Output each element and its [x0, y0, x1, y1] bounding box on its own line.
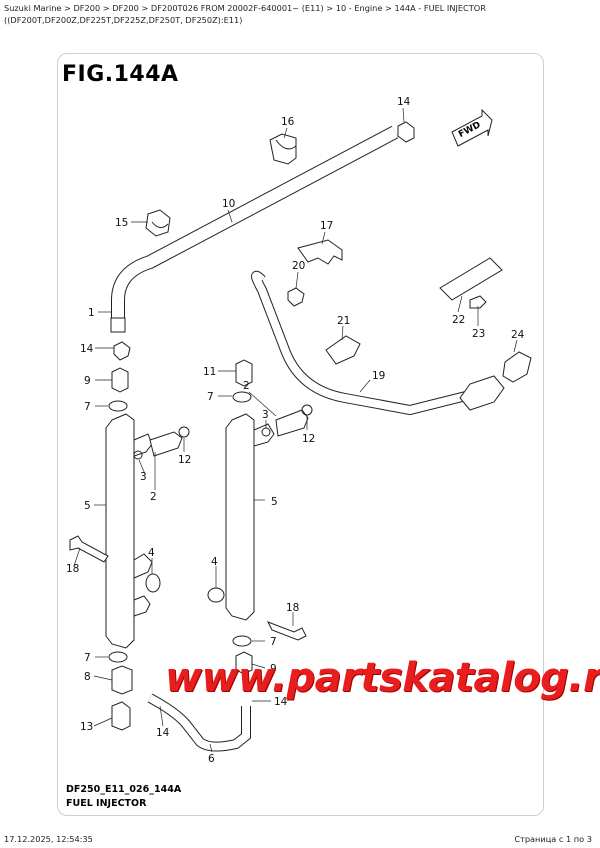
callout-4[interactable]: 4 — [148, 547, 155, 559]
callout-21[interactable]: 21 — [337, 315, 350, 327]
callout-6[interactable]: 6 — [208, 753, 215, 765]
callout-19[interactable]: 19 — [372, 370, 385, 382]
callout-18[interactable]: 18 — [286, 602, 299, 614]
callout-14[interactable]: 14 — [274, 696, 288, 708]
callout-22[interactable]: 22 — [452, 314, 465, 326]
callout-5[interactable]: 5 — [271, 496, 278, 508]
callout-5[interactable]: 5 — [84, 500, 91, 512]
callout-9[interactable]: 9 — [84, 375, 91, 387]
bolt-18-left — [69, 535, 109, 563]
callout-11[interactable]: 11 — [203, 366, 216, 378]
callout-15[interactable]: 15 — [115, 217, 128, 229]
fuel-rail-left — [105, 413, 135, 649]
bracket-17 — [297, 239, 343, 265]
clip-14-mid — [113, 341, 131, 361]
clamp-22 — [439, 257, 503, 301]
fitting-8 — [111, 665, 133, 695]
diagram-frame — [57, 53, 544, 816]
callout-24[interactable]: 24 — [511, 329, 525, 341]
injector-right — [275, 409, 309, 437]
nut-4b — [207, 587, 225, 603]
bolt-13 — [111, 701, 131, 731]
bolt-18-right — [266, 621, 307, 641]
callout-9[interactable]: 9 — [270, 663, 277, 675]
fitting-9-bottom — [235, 651, 253, 675]
bolt-23 — [469, 295, 487, 309]
injector-left — [149, 431, 183, 457]
filter-24 — [502, 351, 532, 383]
callout-2[interactable]: 2 — [243, 380, 250, 392]
callout-2[interactable]: 2 — [150, 491, 157, 503]
figure-title: FIG.144A — [62, 62, 179, 87]
leader-lines — [73, 107, 518, 753]
callout-20[interactable]: 20 — [292, 260, 305, 272]
clip-20 — [287, 287, 305, 307]
callout-3[interactable]: 3 — [140, 471, 147, 483]
fwd-arrow — [451, 108, 493, 147]
callout-13[interactable]: 13 — [80, 721, 93, 733]
callout-23[interactable]: 23 — [472, 328, 485, 340]
o-ring-3a — [133, 450, 143, 460]
callout-10[interactable]: 10 — [222, 198, 235, 210]
o-ring-12b — [301, 404, 313, 416]
o-ring-3b — [261, 427, 271, 437]
callout-7[interactable]: 7 — [207, 391, 214, 403]
callout-7[interactable]: 7 — [84, 652, 91, 664]
fitting-9-top — [111, 367, 129, 393]
callout-1[interactable]: 1 — [88, 307, 95, 319]
callout-8[interactable]: 8 — [84, 671, 91, 683]
clamp-16 — [269, 133, 297, 165]
watermark: www.partskatalog.ru — [165, 655, 600, 701]
callout-14[interactable]: 14 — [80, 343, 94, 355]
washer-7c — [108, 651, 128, 663]
washer-7d — [232, 635, 252, 647]
washer-7b — [232, 391, 252, 403]
callout-14[interactable]: 14 — [156, 727, 170, 739]
callout-16[interactable]: 16 — [281, 116, 295, 128]
fuel-rail-right — [225, 413, 255, 621]
diagram-code: DF250_E11_026_144A — [66, 784, 182, 795]
fitting-11 — [235, 359, 253, 387]
clip-14-top — [397, 121, 415, 143]
callout-12[interactable]: 12 — [302, 433, 315, 445]
washer-7a — [108, 400, 128, 412]
diagram-caption: FUEL INJECTOR — [66, 798, 147, 809]
callout-17[interactable]: 17 — [320, 220, 333, 232]
nut-4a — [145, 573, 161, 593]
callout-4[interactable]: 4 — [211, 556, 218, 568]
clamp-15 — [145, 209, 171, 237]
callout-3[interactable]: 3 — [262, 409, 269, 421]
callout-7[interactable]: 7 — [270, 636, 277, 648]
callout-7[interactable]: 7 — [84, 401, 91, 413]
footer-page-info: Страница с 1 по 3 — [514, 834, 592, 844]
callout-18[interactable]: 18 — [66, 563, 79, 575]
footer-timestamp: 17.12.2025, 12:54:35 — [4, 834, 93, 844]
callout-labels: 14 16 10 15 17 20 1 22 23 24 21 19 14 9 … — [66, 96, 525, 765]
clamp-21 — [325, 335, 361, 365]
callout-12[interactable]: 12 — [178, 454, 191, 466]
breadcrumb: Suzuki Marine > DF200 > DF200 > DF200T02… — [4, 3, 486, 25]
callout-14[interactable]: 14 — [397, 96, 411, 108]
o-ring-12a — [178, 426, 190, 438]
